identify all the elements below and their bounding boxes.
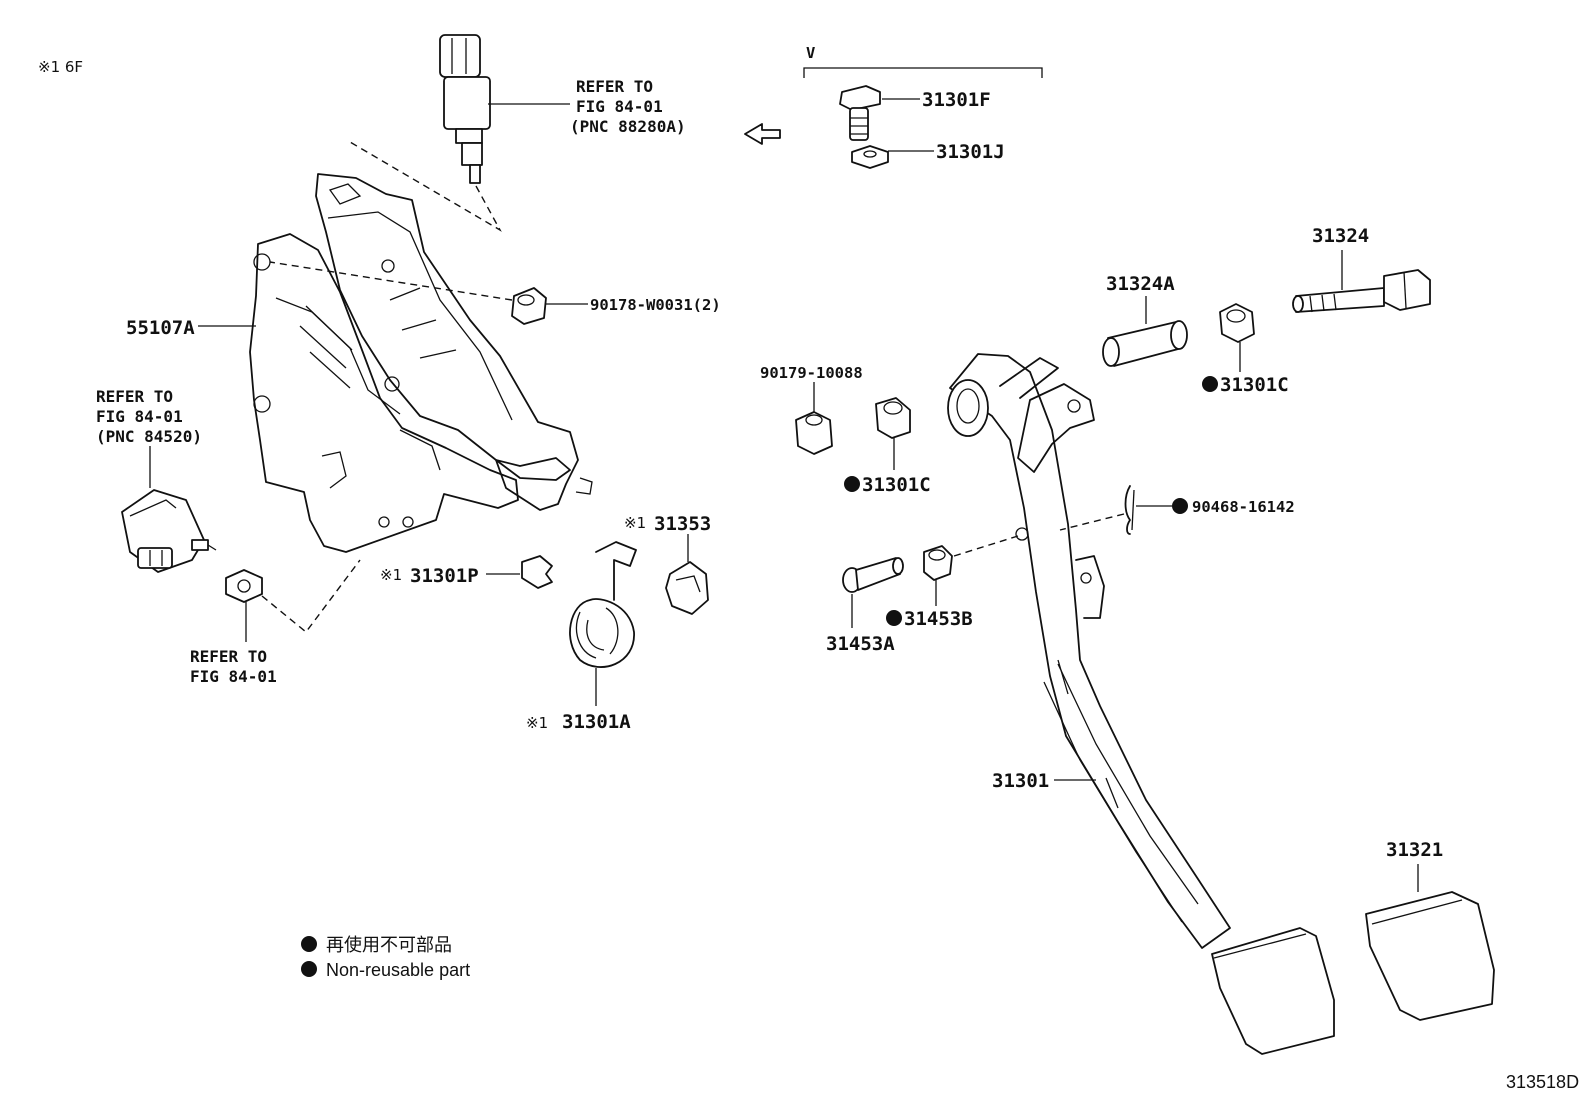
collar-90178: [511, 287, 547, 325]
svg-text:REFER TO: REFER TO: [190, 647, 267, 666]
label-55107A: 55107A: [126, 317, 195, 339]
figure-id: 313518D: [1506, 1072, 1579, 1092]
svg-text:FIG 84-01: FIG 84-01: [576, 97, 663, 116]
label-90179: 90179-10088: [760, 364, 863, 382]
pin-31453A: [842, 557, 904, 593]
bracket-caption: V: [806, 44, 815, 62]
stop-lamp-switch: [439, 34, 491, 184]
label-31321: 31321: [1386, 839, 1443, 861]
label-31301C-left: 31301C: [862, 474, 931, 496]
svg-text:REFER TO: REFER TO: [576, 77, 653, 96]
bushing-31301C-left: [875, 397, 911, 439]
label-31301C-right: 31301C: [1220, 374, 1289, 396]
pedal-pad-31321: [1365, 891, 1495, 1021]
svg-text:※1: ※1: [526, 714, 548, 732]
label-31301F: 31301F: [922, 89, 991, 111]
nut-ref: REFER TO FIG 84-01: [190, 647, 277, 686]
clutch-switch-ref: REFER TO FIG 84-01 (PNC 84520): [96, 387, 202, 446]
clutch-start-switch: [121, 489, 217, 573]
svg-text:REFER TO: REFER TO: [96, 387, 173, 406]
label-31301J: 31301J: [936, 141, 1005, 163]
svg-text:FIG 84-01: FIG 84-01: [190, 667, 277, 686]
collar-31324A: [1102, 320, 1188, 367]
label-31324A: 31324A: [1106, 273, 1175, 295]
label-31301A: 31301A: [562, 711, 631, 733]
svg-text:※1: ※1: [624, 514, 646, 532]
bushing-31301C-right: [1219, 303, 1255, 343]
pedal-bracket: [249, 173, 593, 553]
label-31324: 31324: [1312, 225, 1369, 247]
clip-31301P: [521, 555, 553, 589]
svg-text:※1: ※1: [380, 566, 402, 584]
svg-text:(PNC 84520): (PNC 84520): [96, 427, 202, 446]
corner-note: ※1 6F: [38, 58, 83, 76]
nut-31301J: [851, 145, 889, 169]
nut-90179: [795, 411, 833, 455]
clutch-pedal-arm: [947, 353, 1231, 949]
svg-text:(PNC 88280A): (PNC 88280A): [570, 117, 686, 136]
label-90178: 90178-W0031(2): [590, 296, 721, 314]
legend-en: Non-reusable part: [326, 960, 470, 980]
label-31301: 31301: [992, 770, 1049, 792]
label-31453B: 31453B: [904, 608, 973, 630]
direction-arrow: [744, 123, 781, 145]
label-31301P: 31301P: [410, 565, 479, 587]
svg-text:FIG 84-01: FIG 84-01: [96, 407, 183, 426]
stop-switch-ref: REFER TO FIG 84-01 (PNC 88280A): [570, 77, 686, 136]
label-31353: 31353: [654, 513, 711, 535]
legend-jp: 再使用不可部品: [326, 935, 452, 955]
label-90468: 90468-16142: [1192, 498, 1295, 516]
bolt-31301F: [839, 85, 881, 141]
switch-nut: [225, 569, 263, 603]
pedal-pad-on-arm: [1211, 927, 1335, 1055]
cushion-31353: [665, 561, 709, 615]
bolt-31324: [1292, 269, 1431, 313]
spring-31301A: [569, 541, 637, 668]
clip-pin-90468: [1124, 485, 1135, 535]
legend: 再使用不可部品 Non-reusable part: [301, 935, 470, 980]
label-31453A: 31453A: [826, 633, 895, 655]
bushing-31453B: [923, 545, 953, 581]
